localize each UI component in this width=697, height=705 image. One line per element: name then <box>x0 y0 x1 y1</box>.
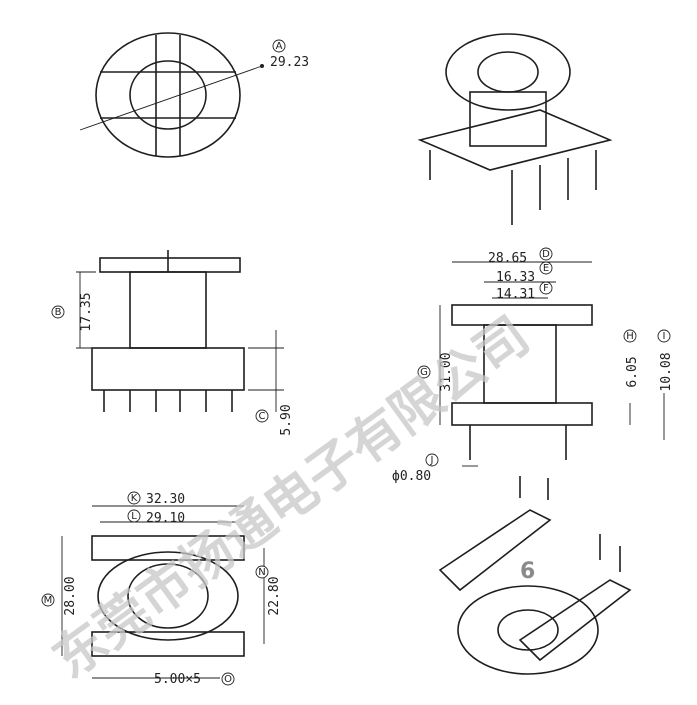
svg-text:28.00: 28.00 <box>63 576 78 615</box>
svg-text:6.05: 6.05 <box>625 356 640 387</box>
dim-H: H 6.05 <box>623 329 640 388</box>
dim-J: J ф0.80 <box>392 453 439 484</box>
svg-text:M: M <box>44 595 53 606</box>
svg-text:H: H <box>626 331 634 342</box>
svg-text:16.33: 16.33 <box>496 270 535 285</box>
svg-text:G: G <box>420 367 428 378</box>
svg-text:O: O <box>224 674 232 685</box>
part-number: 6 <box>520 559 535 584</box>
dim-K: K 32.30 <box>127 491 185 507</box>
dim-A: A 29.23 <box>270 39 309 70</box>
front-view <box>76 250 284 412</box>
dim-N: N 22.80 <box>255 565 282 616</box>
dim-I: I 10.08 <box>657 329 674 392</box>
svg-text:5.90: 5.90 <box>279 404 294 435</box>
side-view <box>439 261 665 467</box>
dim-G: G 31.00 <box>417 352 454 392</box>
svg-text:J: J <box>430 455 434 466</box>
svg-text:E: E <box>543 263 549 274</box>
svg-text:14.31: 14.31 <box>496 287 535 302</box>
dim-D: 28.65 D <box>488 247 553 266</box>
watermark: 东莞市扬通电子有限公司 <box>42 306 540 691</box>
svg-text:K: K <box>131 493 138 504</box>
svg-text:I: I <box>663 331 666 342</box>
dim-O: 5.00×5 O <box>154 672 235 687</box>
svg-text:10.08: 10.08 <box>659 352 674 391</box>
dim-E: 16.33 E <box>496 261 553 285</box>
iso-view-top <box>417 33 613 225</box>
svg-text:B: B <box>55 307 62 318</box>
dim-L: L 29.10 <box>127 509 185 526</box>
svg-text:F: F <box>543 283 549 294</box>
svg-text:22.80: 22.80 <box>267 576 282 615</box>
svg-text:17.35: 17.35 <box>79 292 94 331</box>
svg-text:A: A <box>276 41 283 52</box>
svg-text:29.10: 29.10 <box>146 511 185 526</box>
svg-text:32.30: 32.30 <box>146 492 185 507</box>
svg-text:L: L <box>131 511 137 522</box>
svg-text:5.00×5: 5.00×5 <box>154 672 201 687</box>
svg-text:29.23: 29.23 <box>270 55 309 70</box>
bottom-view <box>61 505 265 679</box>
svg-text:D: D <box>542 249 550 260</box>
svg-text:28.65: 28.65 <box>488 251 527 266</box>
iso-view-bottom <box>438 476 632 675</box>
dim-F: 14.31 F <box>496 281 553 302</box>
top-view <box>79 32 264 158</box>
dim-M: M 28.00 <box>41 576 78 616</box>
svg-text:N: N <box>258 567 265 578</box>
dim-B: B 17.35 <box>51 292 94 332</box>
svg-text:C: C <box>259 411 266 422</box>
svg-text:ф0.80: ф0.80 <box>392 469 431 484</box>
svg-text:31.00: 31.00 <box>439 352 454 391</box>
dim-C: C 5.90 <box>255 404 294 436</box>
